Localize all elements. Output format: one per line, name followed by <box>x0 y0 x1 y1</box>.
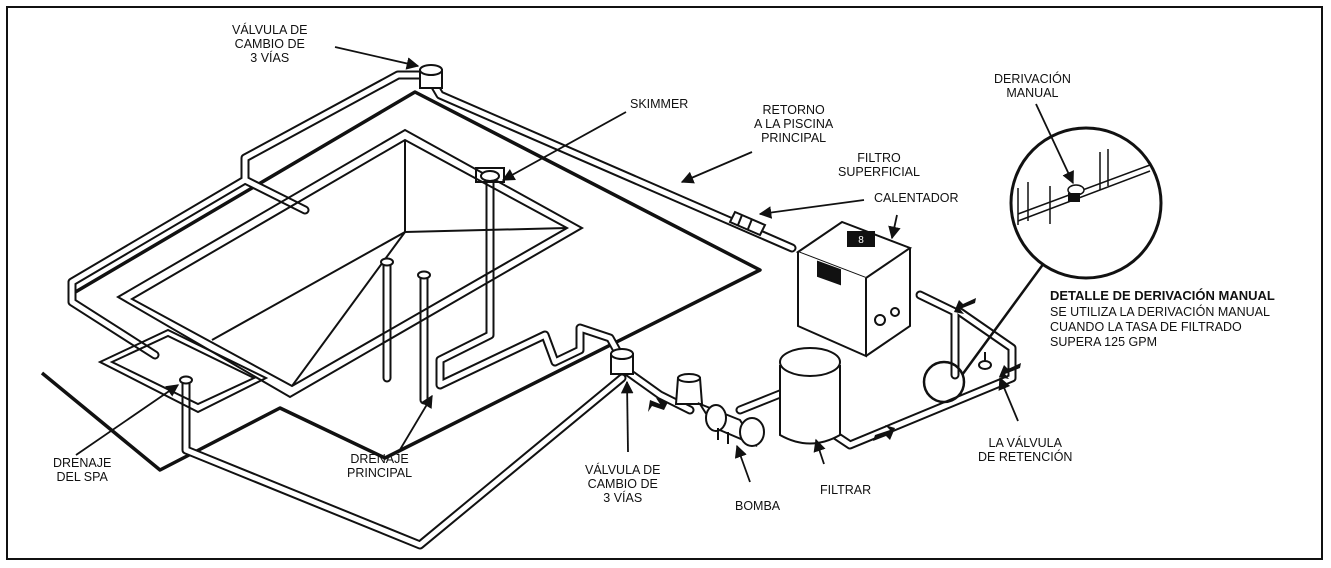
label-surface-filter: FILTRO SUPERFICIAL <box>838 151 920 179</box>
surface-filter <box>728 210 767 237</box>
detail-connector <box>960 247 1057 376</box>
pool-basin <box>116 128 585 399</box>
bypass-circle <box>922 360 966 404</box>
detail-title: DETALLE DE DERIVACIÓN MANUAL <box>1050 288 1275 303</box>
label-heater: CALENTADOR <box>874 191 959 205</box>
label-filter: FILTRAR <box>820 483 872 497</box>
pool-deck-outline <box>40 90 762 472</box>
pump <box>674 373 765 448</box>
label-pump: BOMBA <box>735 499 781 513</box>
detail-description: SE UTILIZA LA DERIVACIÓN MANUAL CUANDO L… <box>1050 305 1270 349</box>
bypass-detail-circle <box>1009 126 1163 280</box>
heater <box>795 220 913 358</box>
label-valve-bottom: VÁLVULA DE CAMBIO DE 3 VÍAS <box>585 463 661 505</box>
main-drains <box>179 257 431 385</box>
label-spa-drain: DRENAJE DEL SPA <box>53 456 112 484</box>
check-valve <box>978 352 992 370</box>
label-skimmer: SKIMMER <box>630 97 689 111</box>
filter-tank <box>779 347 841 445</box>
label-return-main: RETORNO A LA PISCINA PRINCIPAL <box>754 103 834 145</box>
label-valve-top: VÁLVULA DE CAMBIO DE 3 VÍAS <box>232 23 308 65</box>
diagram-frame <box>6 6 1323 560</box>
label-manual-bypass: DERIVACIÓN MANUAL <box>994 72 1071 100</box>
three-way-valve-top <box>419 64 443 89</box>
flow-arrows <box>648 298 1021 441</box>
leader-arrows <box>75 46 1074 483</box>
label-check-valve: LA VÁLVULA DE RETENCIÓN <box>978 436 1073 464</box>
pipe-network <box>67 70 1017 550</box>
skimmer <box>475 167 505 183</box>
heater-display: 8 <box>858 235 864 246</box>
three-way-valve-bottom <box>610 348 634 375</box>
label-main-drain: DRENAJE PRINCIPAL <box>347 452 413 480</box>
